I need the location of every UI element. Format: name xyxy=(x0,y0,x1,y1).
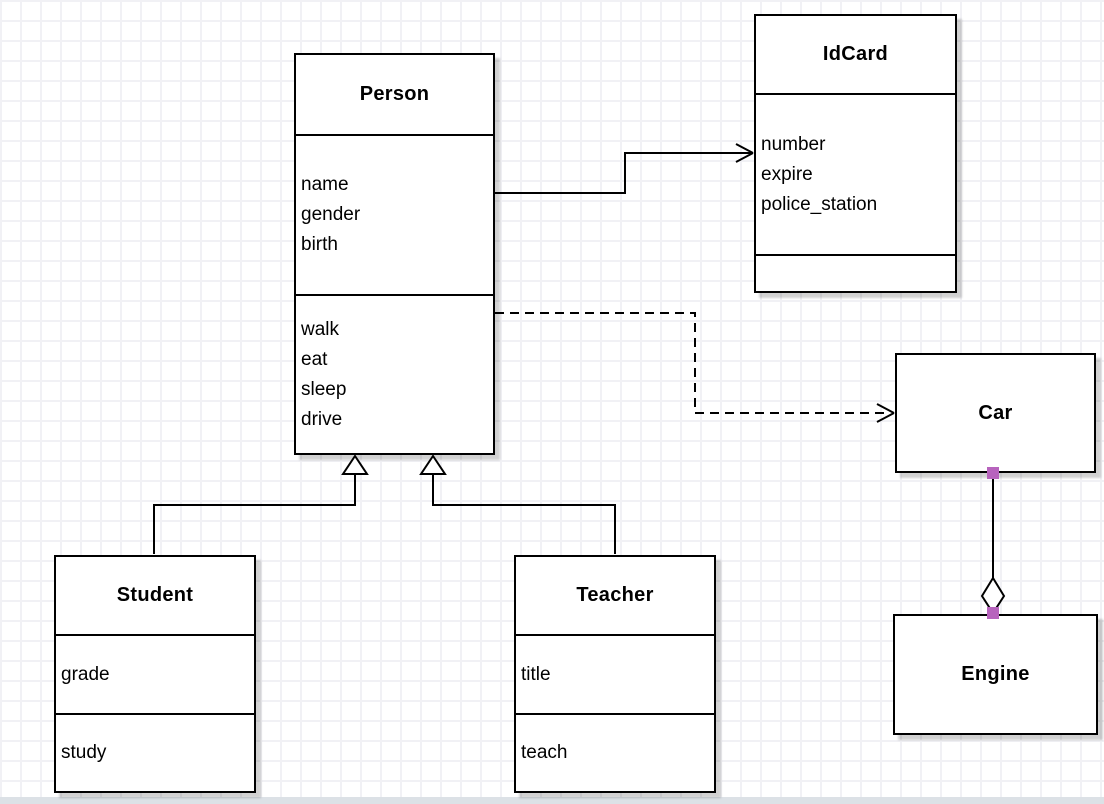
method: sleep xyxy=(301,378,347,400)
attribute: gender xyxy=(301,204,361,225)
connector-generalization-student-person[interactable] xyxy=(153,454,369,554)
attribute: number xyxy=(761,133,826,155)
class-person-title: Person xyxy=(359,83,430,105)
class-engine[interactable]: Engine xyxy=(893,614,1098,735)
class-student-methods: study xyxy=(56,713,254,791)
class-teacher-title: Teacher xyxy=(576,584,654,606)
class-person-methods: walk eat sleep drive xyxy=(296,294,493,453)
attribute: grade xyxy=(61,663,110,685)
class-student-attributes: grade xyxy=(56,634,254,713)
method: study xyxy=(61,742,107,763)
class-idcard-attributes: number expire police_station xyxy=(756,93,955,254)
attribute: title xyxy=(521,663,551,685)
class-car-title: Car xyxy=(978,401,1013,424)
method: walk xyxy=(301,318,340,340)
class-idcard[interactable]: IdCard number expire police_station xyxy=(754,14,957,293)
class-student-title: Student xyxy=(116,584,194,606)
hollow-diamond-icon xyxy=(980,576,1006,615)
class-student[interactable]: Student grade study xyxy=(54,555,256,793)
hollow-triangle-icon xyxy=(341,454,369,475)
connector-dependency-person-car[interactable] xyxy=(495,312,895,423)
connector-aggregation-car-engine[interactable] xyxy=(980,473,1006,615)
canvas-edge-strip xyxy=(0,797,1104,804)
connector-generalization-teacher-person[interactable] xyxy=(419,454,616,554)
attribute: name xyxy=(301,174,349,195)
class-idcard-methods xyxy=(756,254,955,291)
method: teach xyxy=(521,742,568,763)
class-teacher[interactable]: Teacher title teach xyxy=(514,555,716,793)
class-car[interactable]: Car xyxy=(895,353,1096,473)
method: drive xyxy=(301,408,343,430)
attribute: police_station xyxy=(761,193,878,215)
class-idcard-title: IdCard xyxy=(822,43,889,65)
method: eat xyxy=(301,348,328,370)
hollow-triangle-icon xyxy=(419,454,447,475)
connector-association-person-idcard[interactable] xyxy=(495,143,754,194)
class-engine-title: Engine xyxy=(961,663,1030,685)
class-person[interactable]: Person name gender birth walk eat sleep … xyxy=(294,53,495,455)
class-teacher-methods: teach xyxy=(516,713,714,791)
open-arrowhead-icon xyxy=(876,403,895,423)
attribute: birth xyxy=(301,234,338,255)
open-arrowhead-icon xyxy=(735,143,754,163)
class-teacher-attributes: title xyxy=(516,634,714,713)
class-person-attributes: name gender birth xyxy=(296,134,493,294)
attribute: expire xyxy=(761,163,813,185)
